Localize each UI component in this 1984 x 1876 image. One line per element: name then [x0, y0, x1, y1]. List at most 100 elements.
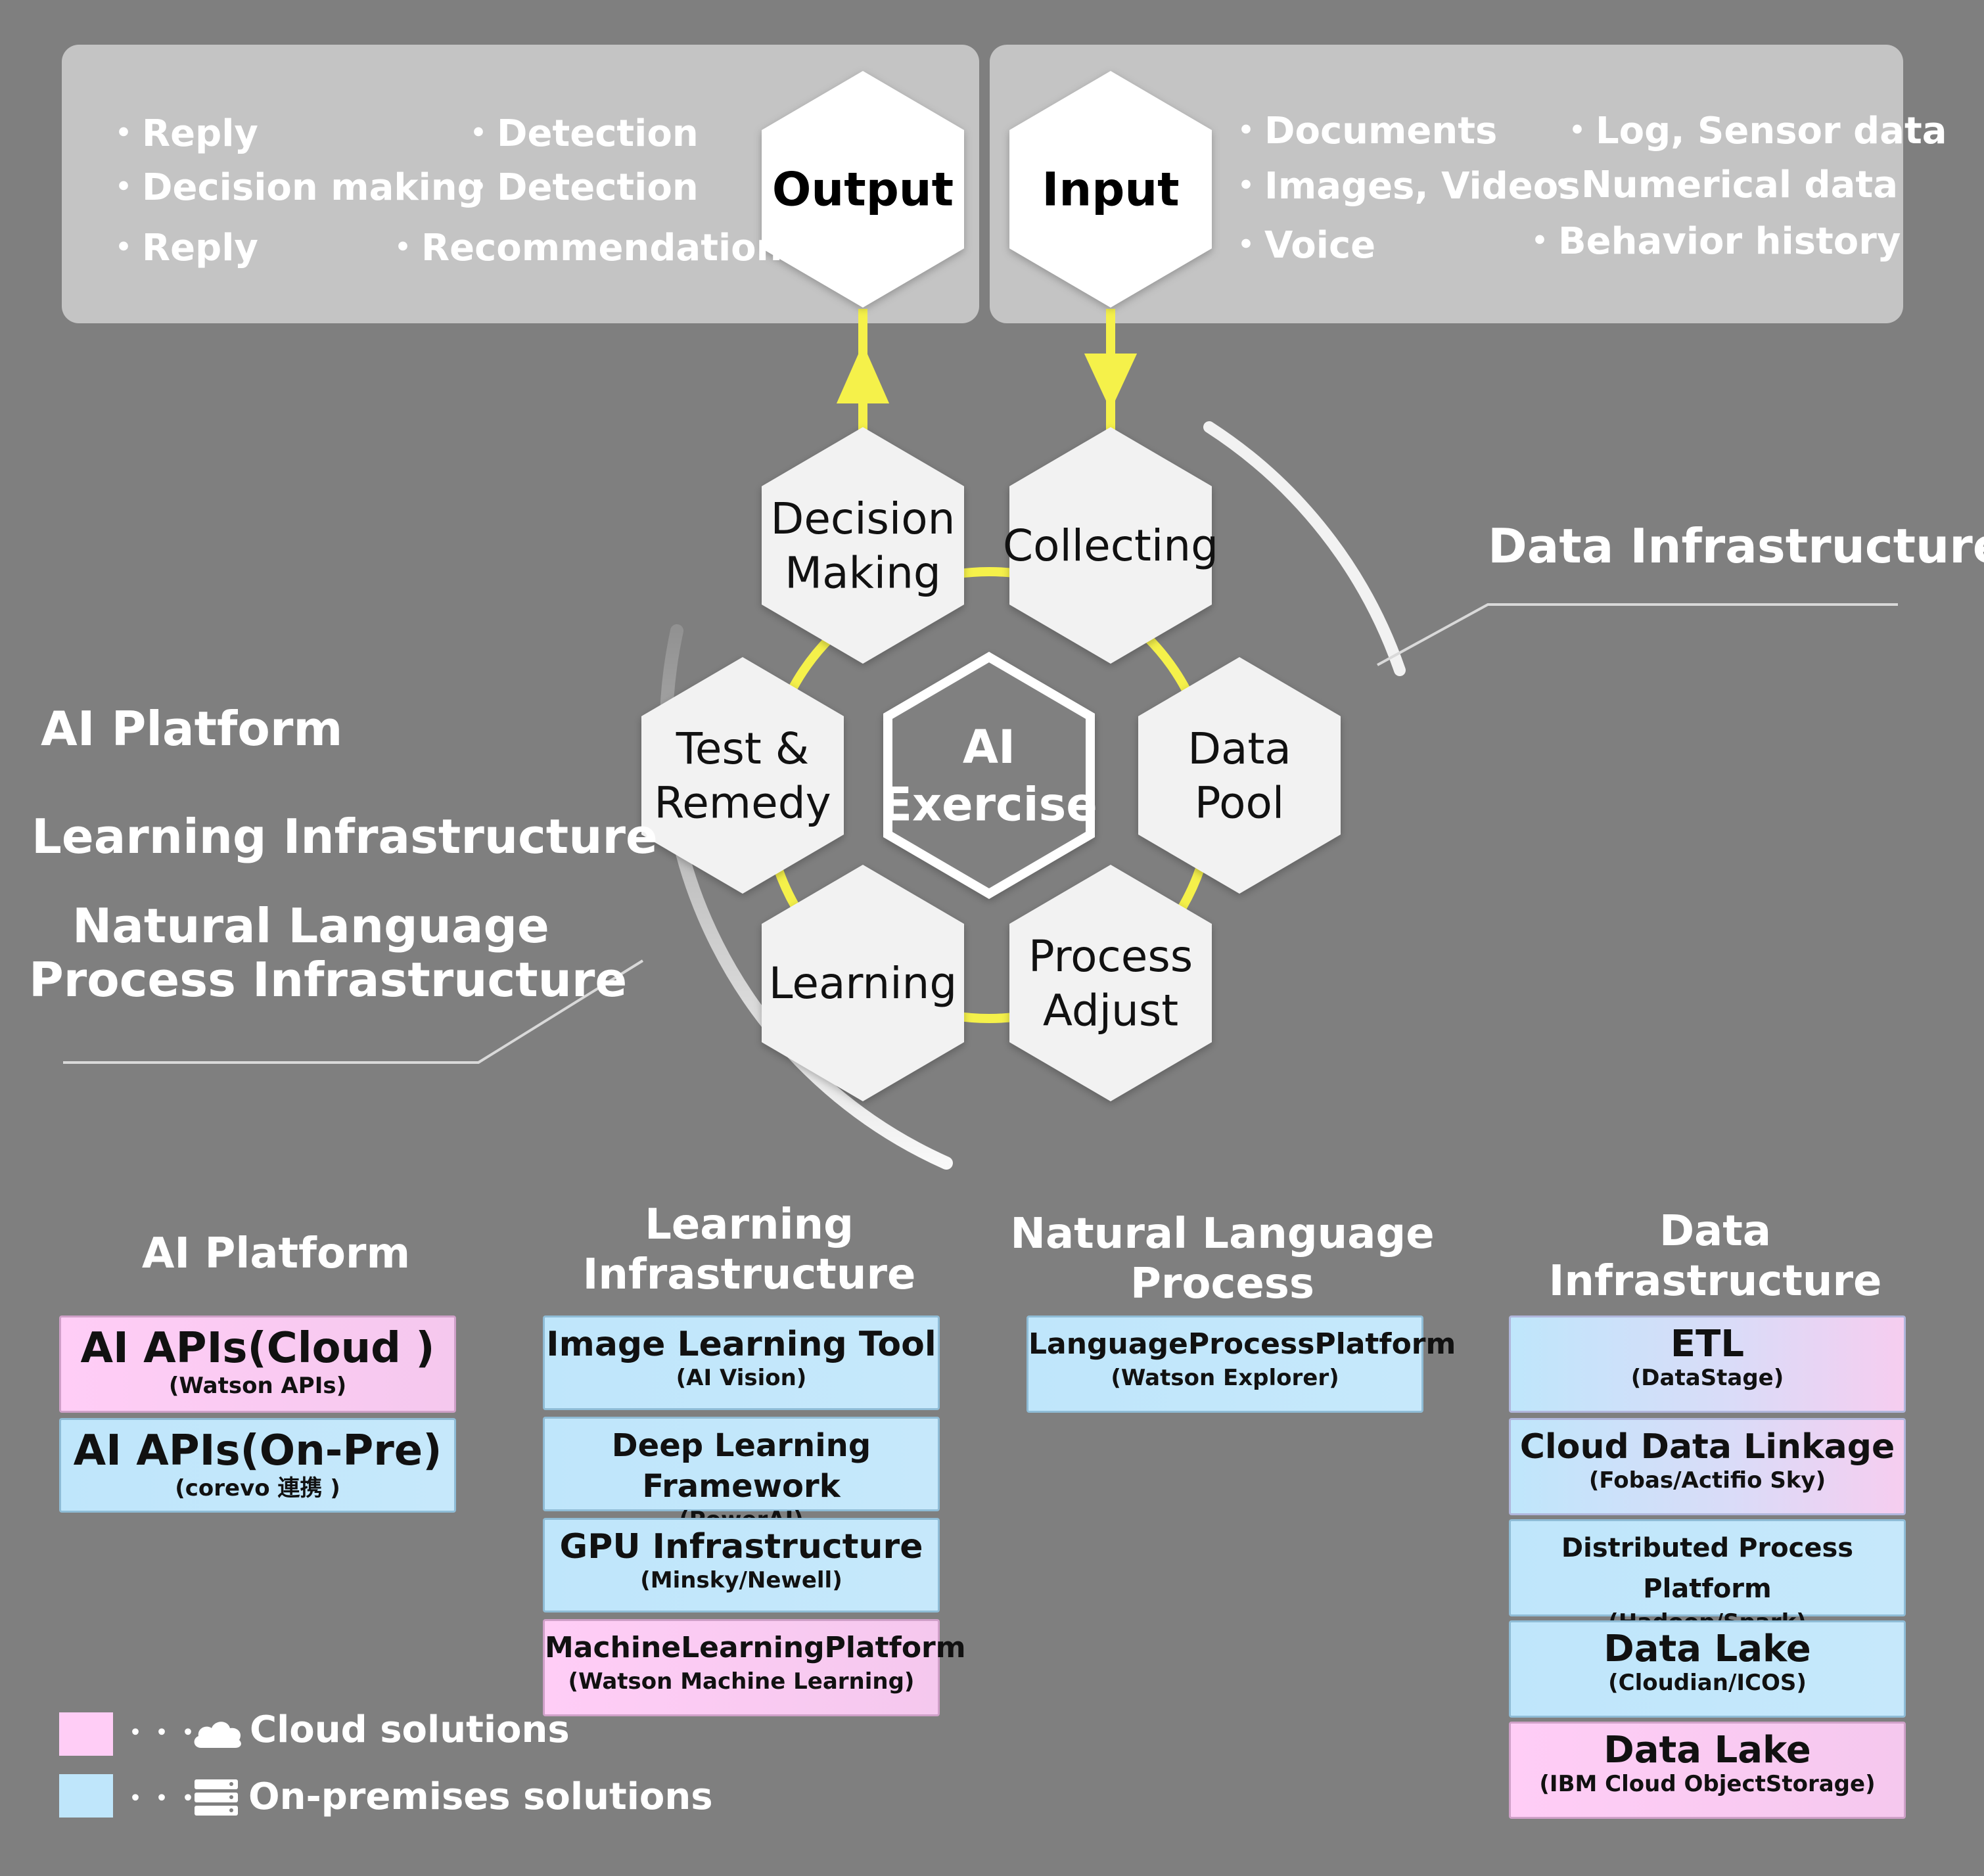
step-collecting-label: Collecting — [1003, 520, 1218, 571]
input-arrow-head — [1084, 354, 1138, 411]
side-label-ai-platform: AI Platform — [41, 701, 342, 756]
output-arrow-head — [836, 344, 890, 403]
tile-subtitle: (DataStage) — [1630, 1365, 1784, 1391]
step-process-adjust-label: Process — [1028, 931, 1193, 982]
column-header-data-infrastructure: Data Infrastructure — [1492, 1206, 1939, 1306]
ai-exercise-hub-hexagon — [883, 651, 1095, 900]
legend-swatch-cloud — [59, 1712, 113, 1756]
input-bullet-1: ・Documents — [1228, 110, 1497, 152]
output-panel — [62, 45, 979, 323]
tile-title: Image Learning Tool — [546, 1325, 936, 1364]
column-header-learning-infrastructure: Learning Infrastructure — [526, 1200, 973, 1300]
output-bullet-5: ・Reply — [105, 227, 258, 269]
column-header-line: Natural Language — [1010, 1210, 1435, 1258]
step-learning-label: Learning — [769, 958, 957, 1009]
column-header-ai-platform: AI Platform — [53, 1229, 499, 1279]
tile-title: Data Lake — [1603, 1628, 1811, 1670]
solution-tile-ai-apis-onpre: AI APIs(On-Pre) (corevo 連携 ) — [59, 1418, 456, 1513]
step-process-adjust-hexagon — [1009, 865, 1212, 1101]
solution-tile-distributed-process-platform: Distributed Process Platform (Hadoop/Spa… — [1509, 1519, 1906, 1636]
legend-label-cloud: Cloud solutions — [250, 1708, 570, 1751]
ai-exercise-hub-label: Exercise — [881, 777, 1097, 831]
step-learning-hexagon — [762, 865, 964, 1101]
tile-subtitle: (Minsky/Newell) — [640, 1567, 842, 1593]
tile-title: AI APIs(On-Pre) — [73, 1427, 442, 1475]
column-header-line: Infrastructure — [1548, 1257, 1882, 1306]
side-label-natural-language: Natural Language — [72, 898, 549, 953]
solution-tile-ai-apis-cloud: AI APIs(Cloud ) (Watson APIs) — [59, 1315, 456, 1413]
tile-subtitle: (AI Vision) — [676, 1365, 807, 1391]
tile-title: Cloud Data Linkage — [1519, 1427, 1895, 1467]
tile-subtitle: (Watson APIs) — [168, 1373, 347, 1399]
step-data-pool-hexagon — [1138, 657, 1341, 894]
output-hex-label: Output — [772, 163, 954, 217]
solution-tile-gpu-infrastructure: GPU Infrastructure (Minsky/Newell) — [543, 1518, 940, 1613]
tile-subtitle: (Watson Explorer) — [1111, 1365, 1339, 1391]
column-header-line: Infrastructure — [582, 1250, 916, 1299]
solution-tile-machine-learning-platform: MachineLearningPlatform (Watson Machine … — [543, 1619, 966, 1716]
column-header-line: Learning — [645, 1201, 854, 1249]
output-hex: Output — [762, 71, 964, 308]
tile-title: ETL — [1670, 1323, 1745, 1365]
legend-swatch-on-premises — [59, 1774, 113, 1818]
step-test-remedy-hexagon — [641, 657, 844, 894]
input-hex: Input — [1009, 71, 1212, 308]
input-bullet-2: ・Log, Sensor data — [1559, 110, 1947, 152]
step-test-remedy-label: Test & — [676, 723, 809, 774]
output-bullet-6: ・Recommendations — [384, 227, 804, 269]
legend-label-on-premises: On-premises solutions — [248, 1775, 713, 1818]
output-bullet-4: ・Detection — [460, 166, 699, 209]
tile-subtitle: (Cloudian/ICOS) — [1608, 1670, 1807, 1696]
solution-tile-image-learning-tool: Image Learning Tool (AI Vision) — [543, 1315, 940, 1410]
step-data-pool-label: Data — [1188, 723, 1291, 774]
output-bullet-3: ・Decision making — [105, 166, 484, 209]
step-decision-making-hexagon — [762, 427, 964, 664]
tile-title: AI APIs(Cloud ) — [80, 1324, 435, 1373]
step-data-pool-label: Pool — [1195, 777, 1285, 828]
input-hex-label: Input — [1042, 163, 1179, 217]
tile-title: GPU Infrastructure — [559, 1527, 923, 1567]
tile-subtitle: (Fobas/Actifio Sky) — [1588, 1467, 1826, 1494]
step-process-adjust-label: Adjust — [1043, 985, 1178, 1036]
step-test-remedy-label: Remedy — [654, 777, 831, 828]
right-arc — [1203, 421, 1406, 676]
tile-subtitle: (corevo 連携 ) — [175, 1475, 340, 1501]
ai-exercise-hub-label: AI — [963, 720, 1015, 774]
tile-title: Deep Learning Framework — [611, 1427, 871, 1505]
tile-subtitle: (Watson Machine Learning) — [568, 1668, 915, 1695]
solution-tile-data-lake-ibm-cos: Data Lake (IBM Cloud ObjectStorage) — [1509, 1722, 1906, 1819]
input-bullet-6: ・Behavior history — [1521, 220, 1901, 263]
step-learning: Learning — [762, 865, 964, 1101]
legend-dots: ・・・ — [122, 1783, 201, 1814]
solution-tile-cloud-data-linkage: Cloud Data Linkage (Fobas/Actifio Sky) — [1509, 1418, 1906, 1515]
solution-tile-etl: ETL (DataStage) — [1509, 1315, 1906, 1413]
step-test-remedy: Test &Remedy — [641, 657, 844, 894]
left-connector-line — [63, 959, 644, 1064]
side-label-learning-infrastructure: Learning Infrastructure — [32, 809, 658, 864]
cloud-icon — [194, 1722, 241, 1748]
tile-title: LanguageProcessPlatform — [1028, 1327, 1456, 1361]
column-header-line: Data — [1659, 1207, 1772, 1256]
step-collecting-hexagon — [1009, 427, 1212, 664]
solution-tile-deep-learning-framework: Deep Learning Framework (PowerAI) — [543, 1417, 940, 1533]
tile-title: MachineLearningPlatform — [545, 1631, 966, 1664]
solution-tile-data-lake-cloudian: Data Lake (Cloudian/ICOS) — [1509, 1620, 1906, 1718]
tile-title: Distributed Process Platform — [1561, 1533, 1854, 1604]
output-bullet-2: ・Detection — [460, 112, 699, 155]
tile-subtitle: (IBM Cloud ObjectStorage) — [1539, 1771, 1876, 1797]
side-label-data-infrastructure: Data Infrastructure — [1488, 518, 1984, 574]
step-decision-making-label: Making — [785, 547, 941, 598]
tile-title: Data Lake — [1603, 1729, 1811, 1772]
side-label-process-infrastructure: Process Infrastructure — [29, 952, 627, 1007]
input-hex-hexagon — [1009, 71, 1212, 308]
solution-tile-language-process-platform: LanguageProcessPlatform (Watson Explorer… — [1027, 1315, 1456, 1413]
input-bullet-5: ・Voice — [1228, 224, 1375, 267]
step-decision-making-label: Decision — [771, 493, 956, 544]
input-bullet-4: ・Numerical data — [1544, 164, 1898, 206]
